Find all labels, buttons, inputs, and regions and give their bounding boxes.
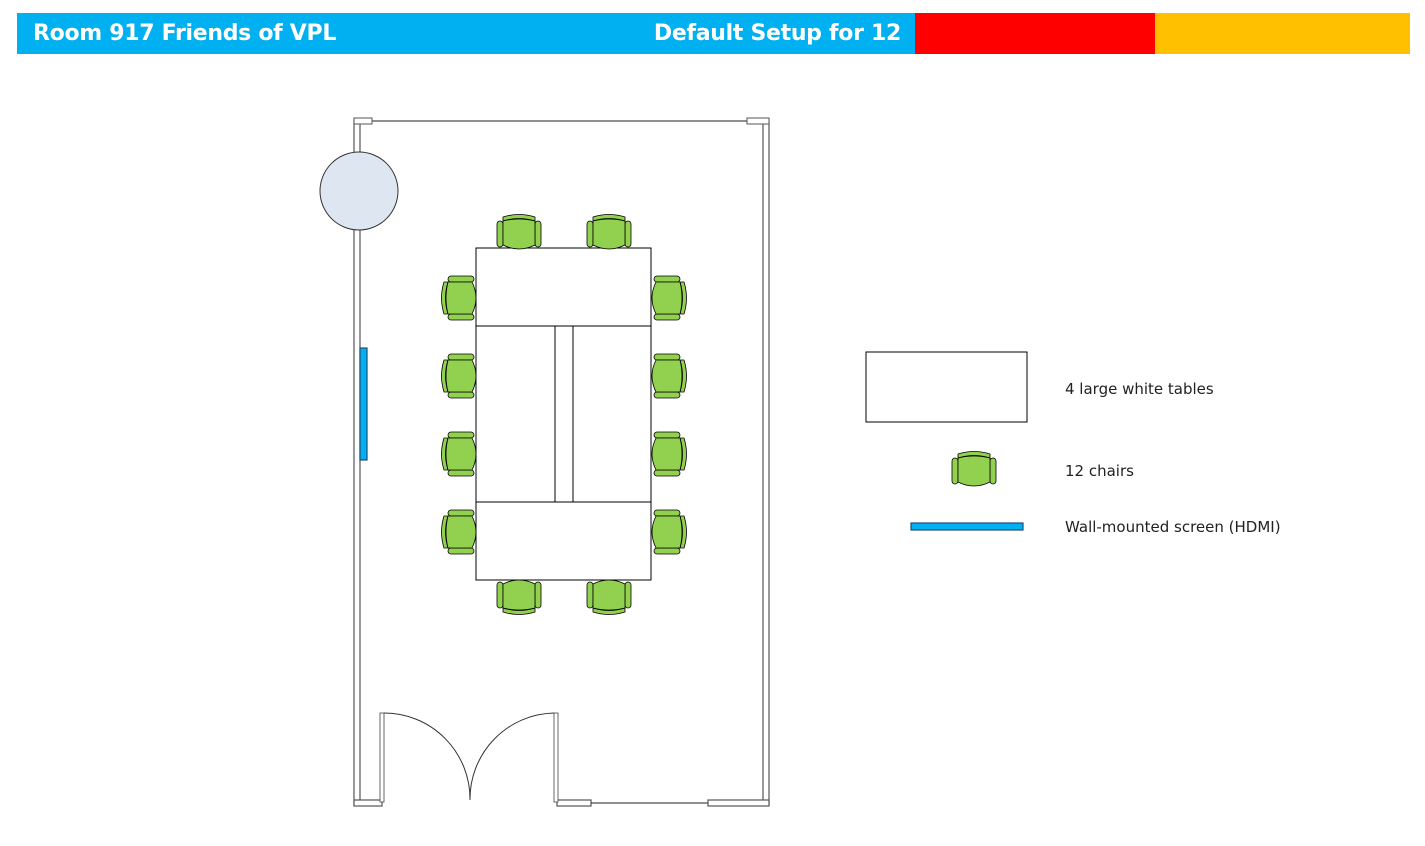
chair <box>441 431 477 477</box>
chair <box>651 509 687 555</box>
chair <box>586 214 632 250</box>
legend-label-tables: 4 large white tables <box>1065 380 1214 398</box>
chair <box>441 275 477 321</box>
double-door <box>379 712 559 803</box>
legend-label-chairs: 12 chairs <box>1065 462 1134 480</box>
pillar <box>319 151 399 231</box>
table-group <box>475 247 652 581</box>
chair <box>586 579 632 615</box>
chair <box>651 353 687 399</box>
chair <box>496 214 542 250</box>
header-red-band <box>915 13 1155 54</box>
table <box>475 247 652 327</box>
screen-icon <box>910 522 1024 531</box>
chair-icon <box>951 451 997 487</box>
legend-label-screen: Wall-mounted screen (HDMI) <box>1065 518 1281 536</box>
chair <box>441 353 477 399</box>
header-main-band: Room 917 Friends of VPL Default Setup fo… <box>17 13 915 54</box>
wall-screen <box>359 347 368 461</box>
room-walls <box>353 117 770 807</box>
chair <box>496 579 542 615</box>
page-subtitle: Default Setup for 12 <box>653 21 901 46</box>
header-amber-band <box>1155 13 1410 54</box>
table-divider <box>554 325 574 503</box>
chair <box>441 509 477 555</box>
chair <box>651 431 687 477</box>
header-bar: Room 917 Friends of VPL Default Setup fo… <box>17 13 1410 54</box>
chair <box>651 275 687 321</box>
table <box>475 501 652 581</box>
table-icon <box>865 351 1028 423</box>
page-title: Room 917 Friends of VPL <box>33 21 337 46</box>
